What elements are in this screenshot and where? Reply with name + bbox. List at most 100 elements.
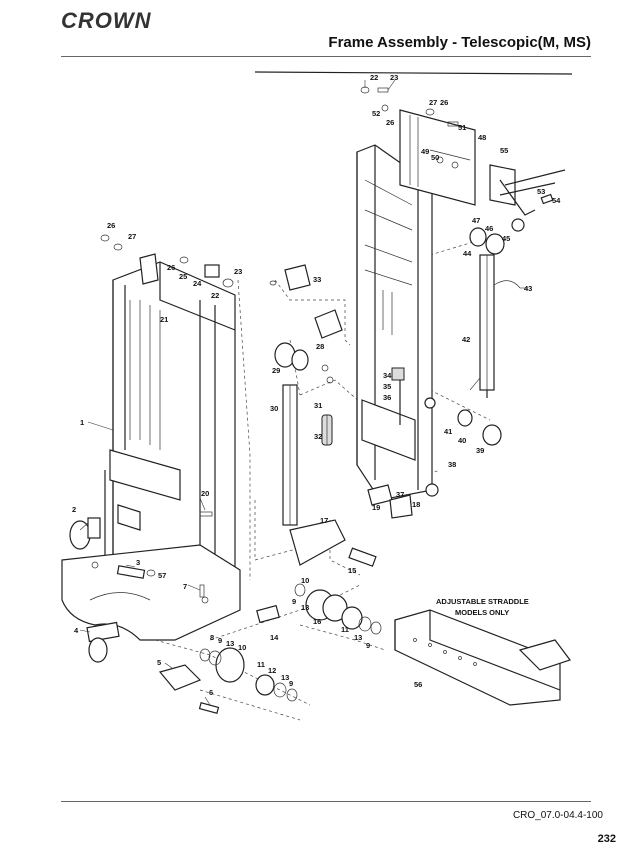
callout-48: 48 [478,133,486,142]
callout-7: 7 [183,582,187,591]
caster-wheels [69,517,220,714]
straddle-note-line2: MODELS ONLY [455,608,509,617]
footer-divider [61,801,591,802]
callout-41: 41 [444,427,452,436]
callout-37: 37 [396,490,404,499]
carriage-plate [399,109,476,206]
diagram-top-line [254,71,573,75]
document-number: CRO_07.0-04.4-100 [512,810,603,821]
callout-5: 5 [157,658,161,667]
callout-11b: 11 [341,625,349,634]
callout-23a: 23 [234,267,242,276]
callout-28: 28 [316,342,324,351]
callout-49: 49 [421,147,429,156]
callout-53: 53 [537,187,545,196]
callout-labels: 1 2 3 57 4 5 6 7 8 9 13 10 11 12 13 9 14… [72,73,561,697]
callout-45: 45 [502,234,510,243]
roller-set-upper [469,218,525,255]
callout-25: 25 [179,272,187,281]
callout-33: 33 [313,275,321,284]
callout-13a: 13 [226,639,234,648]
callout-15: 15 [348,566,356,575]
callout-40: 40 [458,436,466,445]
callout-42: 42 [462,335,470,344]
callout-47: 47 [472,216,480,225]
callout-27a: 27 [128,232,136,241]
callout-38: 38 [448,460,456,469]
callout-9c: 9 [292,597,296,606]
bracket-28 [314,309,343,339]
callout-14: 14 [270,633,279,642]
callout-10b: 10 [301,576,309,585]
callout-55: 55 [500,146,508,155]
callout-9a: 9 [218,636,222,645]
callout-50: 50 [431,153,439,162]
callout-4: 4 [74,626,79,635]
callout-43: 43 [524,284,532,293]
callout-44: 44 [463,249,472,258]
callout-27b: 27 [429,98,437,107]
callout-26b: 26 [167,263,175,272]
callout-36: 36 [383,393,391,402]
callout-23b: 23 [390,73,398,82]
callout-26c: 26 [386,118,394,127]
callout-34: 34 [383,371,392,380]
callout-18: 18 [412,500,420,509]
straddle-note-line1: ADJUSTABLE STRADDLE [436,597,529,606]
callout-16: 16 [313,617,321,626]
header-divider [61,56,591,57]
callout-46: 46 [485,224,493,233]
callout-29: 29 [272,366,280,375]
callout-11a: 11 [257,660,265,669]
callout-2: 2 [72,505,76,514]
callout-13d: 13 [354,633,362,642]
callout-9b: 9 [289,679,293,688]
callout-17: 17 [320,516,328,525]
callout-19: 19 [372,503,380,512]
callout-6: 6 [209,688,213,697]
chain [321,414,333,446]
bracket-33 [284,264,311,291]
callout-12: 12 [268,666,276,675]
callout-13b: 13 [281,673,289,682]
lift-cylinder-left [274,342,309,526]
callout-56: 56 [414,680,422,689]
callout-3: 3 [136,558,140,567]
callout-1: 1 [80,418,84,427]
inner-mast-frame [356,144,439,501]
callout-52: 52 [372,109,380,118]
callout-10a: 10 [238,643,246,652]
callout-13c: 13 [301,603,309,612]
adjustable-straddle-arm [394,609,571,706]
leader-lines [79,79,528,706]
lift-cylinder-right [479,254,521,398]
callout-8: 8 [210,633,214,642]
callout-35: 35 [383,382,391,391]
callout-22a: 22 [211,291,219,300]
callout-26a: 26 [107,221,115,230]
callout-32: 32 [314,432,322,441]
callout-54: 54 [552,196,561,205]
page-number: 232 [597,833,616,845]
callout-30: 30 [270,404,278,413]
callout-21: 21 [160,315,168,324]
callout-26d: 26 [440,98,448,107]
callout-31: 31 [314,401,322,410]
callout-20: 20 [201,489,209,498]
callout-39: 39 [476,446,484,455]
callout-22b: 22 [370,73,378,82]
base-plate [61,544,241,641]
callout-24: 24 [193,279,202,288]
callout-9d: 9 [366,641,370,650]
crown-logo: CROWN [61,8,152,33]
callout-51: 51 [458,123,466,132]
hardware-items [100,86,459,624]
load-wheel-set [199,647,298,702]
outer-mast-frame [104,253,236,606]
axle-assembly [289,519,382,635]
roller-set-lower [457,409,502,446]
page-title: Frame Assembly - Telescopic(M, MS) [328,34,591,51]
callout-57: 57 [158,571,166,580]
fork-assembly [489,164,566,216]
